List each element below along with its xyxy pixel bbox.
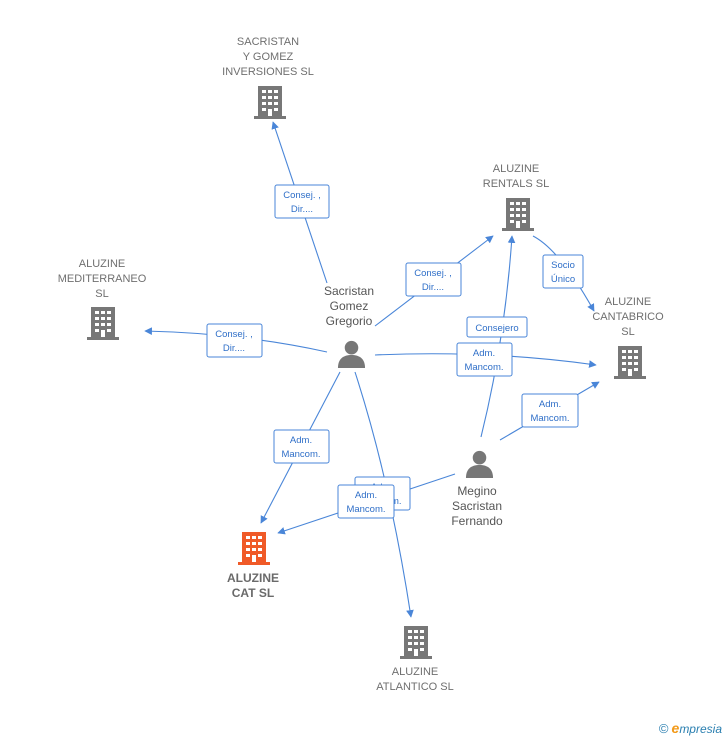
node-megino-sacristan-fernando[interactable]: Megino Sacristan Fernando [451,450,503,528]
svg-text:ALUZINE: ALUZINE [493,163,539,175]
edge-labels: Consej. , Dir.... Consej. , Dir.... Cons… [206,184,584,519]
svg-text:Dir....: Dir.... [422,282,444,293]
node-sacristan-gomez-gregorio[interactable]: Sacristan Gomez Gregorio [324,284,374,368]
svg-text:CANTABRICO: CANTABRICO [592,311,664,323]
svg-text:Mancom.: Mancom. [346,504,385,515]
svg-text:Sacristan: Sacristan [324,284,374,298]
svg-text:Consej. ,: Consej. , [283,190,321,201]
svg-text:Gomez: Gomez [330,299,369,313]
building-icon [238,532,270,565]
edge-label-gregorio-aluzine-cantabrico[interactable]: Adm. Mancom. [456,342,513,377]
svg-text:INVERSIONES SL: INVERSIONES SL [222,66,314,78]
svg-text:Adm.: Adm. [290,435,312,446]
building-icon [502,198,534,231]
brand-footer: ©empresia [659,720,722,736]
person-icon [337,340,366,368]
node-aluzine-cantabrico[interactable]: ALUZINE CANTABRICO SL [592,296,664,379]
svg-text:RENTALS SL: RENTALS SL [483,178,549,190]
edge-label-gregorio-sacristan-y-gomez[interactable]: Consej. , Dir.... [274,184,330,219]
svg-text:ALUZINE: ALUZINE [79,258,125,270]
svg-text:SL: SL [621,326,634,338]
edge-label-megino-aluzine-cat[interactable]: Adm. Mancom. [337,484,395,519]
svg-text:Consej. ,: Consej. , [215,329,253,340]
node-aluzine-atlantico[interactable]: ALUZINE ATLANTICO SL [376,626,454,693]
building-icon [87,307,119,340]
edge-label-gregorio-aluzine-mediterraneo[interactable]: Consej. , Dir.... [206,323,263,358]
svg-text:Consejero: Consejero [475,323,518,334]
svg-text:Dir....: Dir.... [291,204,313,215]
svg-text:Adm.: Adm. [539,399,561,410]
svg-text:Adm.: Adm. [355,490,377,501]
node-aluzine-cat[interactable]: ALUZINE CAT SL [227,532,279,600]
building-icon [254,86,286,119]
svg-text:Megino: Megino [457,484,497,498]
node-aluzine-rentals[interactable]: ALUZINE RENTALS SL [483,163,549,231]
edge-megino-aluzine-rentals[interactable] [480,235,516,438]
svg-text:Mancom.: Mancom. [281,449,320,460]
svg-text:ALUZINE: ALUZINE [392,666,438,678]
brand-logo-rest: mpresia [679,722,722,736]
svg-text:Fernando: Fernando [451,514,503,528]
person-icon [465,450,494,478]
svg-text:MEDITERRANEO: MEDITERRANEO [58,273,147,285]
svg-text:Socio: Socio [551,260,575,271]
svg-text:CAT SL: CAT SL [232,586,274,600]
svg-text:Mancom.: Mancom. [530,413,569,424]
svg-text:Mancom.: Mancom. [464,362,503,373]
node-sacristan-y-gomez-inversiones[interactable]: SACRISTAN Y GOMEZ INVERSIONES SL [222,36,314,119]
edge-label-megino-aluzine-rentals[interactable]: Consejero [466,316,528,338]
svg-text:Dir....: Dir.... [223,343,245,354]
brand-logo-initial: e [671,720,680,736]
svg-text:Gregorio: Gregorio [326,314,373,328]
svg-text:ATLANTICO SL: ATLANTICO SL [376,681,453,693]
svg-text:Único: Único [551,274,575,285]
nodes: SACRISTAN Y GOMEZ INVERSIONES SL ALUZINE… [58,36,664,693]
edge-label-gregorio-aluzine-rentals[interactable]: Consej. , Dir.... [405,262,462,297]
edges [144,121,600,618]
svg-text:ALUZINE: ALUZINE [227,571,279,585]
node-aluzine-mediterraneo[interactable]: ALUZINE MEDITERRANEO SL [58,258,147,340]
edge-label-rentals-aluzine-cantabrico[interactable]: Socio Único [542,254,584,289]
copyright-icon: © [658,721,669,736]
edge-label-gregorio-aluzine-cat[interactable]: Adm. Mancom. [273,429,330,464]
svg-text:Adm.: Adm. [473,348,495,359]
building-icon [400,626,432,659]
building-icon [614,346,646,379]
svg-text:SACRISTAN: SACRISTAN [237,36,299,48]
svg-text:ALUZINE: ALUZINE [605,296,651,308]
svg-text:SL: SL [95,288,108,300]
edge-label-megino-aluzine-cantabrico[interactable]: Adm. Mancom. [521,393,579,428]
svg-text:Sacristan: Sacristan [452,499,502,513]
svg-text:Consej. ,: Consej. , [414,268,452,279]
svg-text:Y GOMEZ: Y GOMEZ [243,51,294,63]
